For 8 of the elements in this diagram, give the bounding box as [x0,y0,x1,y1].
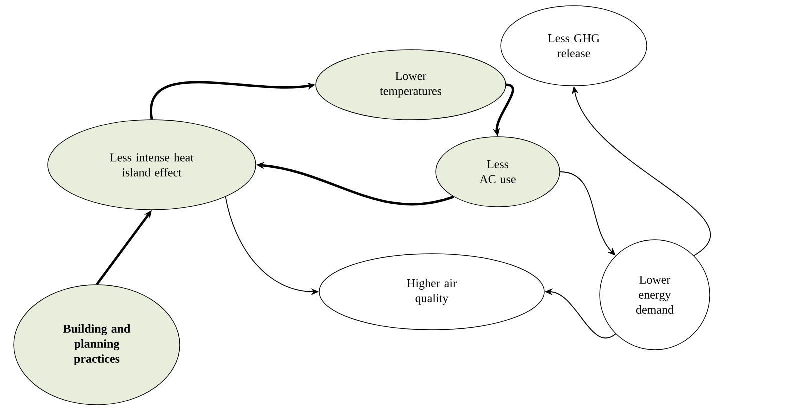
ellipse-node: Less AC use [436,136,560,208]
ellipse-node: Lower temperatures [316,50,506,120]
ellipse-node: Building and planning practices [14,284,180,406]
ellipse-node: Less GHG release [500,6,648,86]
ellipse-node: Lower energy demand [600,240,710,350]
arrow [560,172,616,256]
ellipse-node: Less intense heat island effect [48,120,256,210]
ellipse-node: Higher air quality [319,254,545,330]
